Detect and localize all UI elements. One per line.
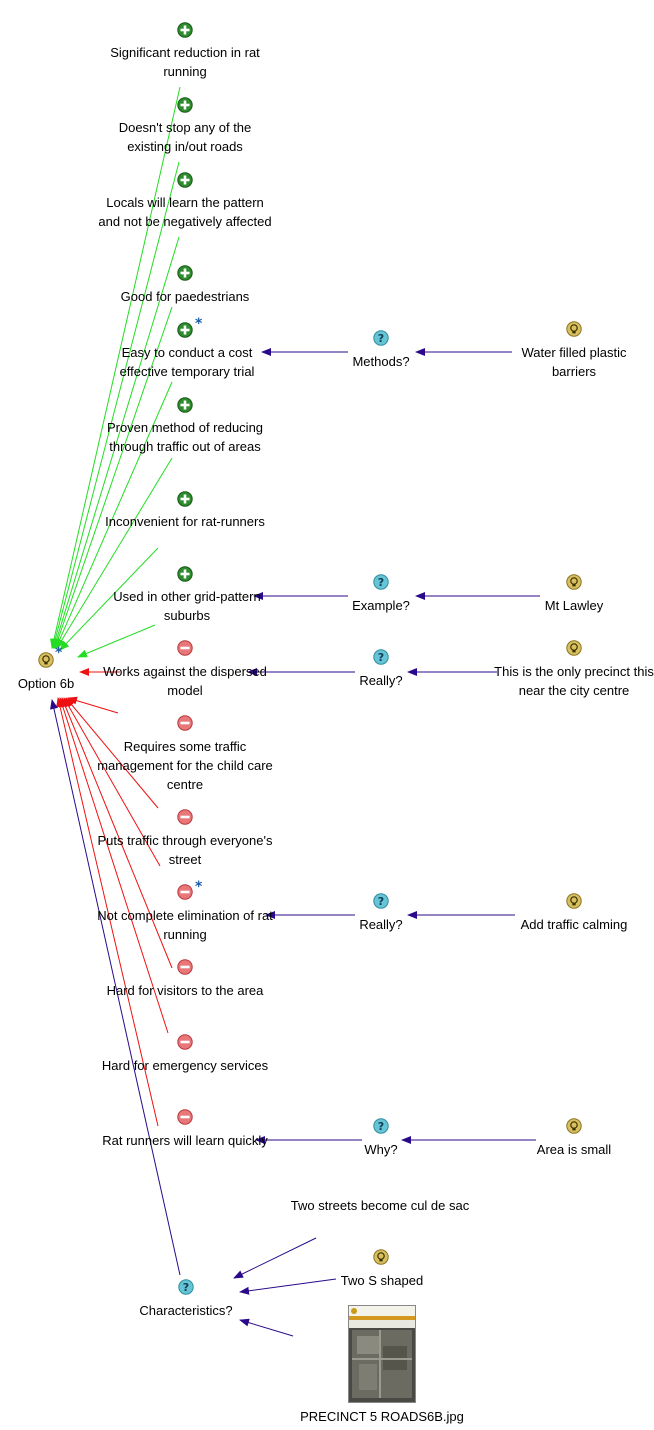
node-label-p7[interactable]: Inconvenient for rat-runners [105, 514, 265, 529]
question-icon[interactable]: ? [373, 893, 389, 909]
node-label-q3[interactable]: Really? [359, 673, 403, 688]
minus-icon[interactable] [177, 809, 193, 825]
node-label-q2[interactable]: Example? [352, 598, 410, 613]
minus-icon[interactable] [177, 1034, 193, 1050]
minus-icon[interactable] [177, 1109, 193, 1125]
edge-ch2-char [239, 1278, 337, 1295]
edge-char-root [50, 699, 181, 1276]
lightbulb-icon[interactable] [566, 574, 582, 590]
svg-text:?: ? [378, 895, 384, 908]
lightbulb-icon[interactable] [566, 640, 582, 656]
plus-icon[interactable] [177, 566, 193, 582]
node-label-p5[interactable]: Easy to conduct a cost effective tempora… [119, 345, 255, 379]
node-label-p6[interactable]: Proven method of reducing through traffi… [106, 420, 264, 454]
node-label-ch1[interactable]: Two streets become cul de sac [290, 1198, 470, 1213]
svg-text:?: ? [378, 651, 384, 664]
question-icon[interactable]: ? [178, 1279, 194, 1295]
minus-icon[interactable] [177, 640, 193, 656]
edge-p3-root [52, 236, 180, 649]
minus-icon[interactable] [177, 959, 193, 975]
svg-text:?: ? [378, 332, 384, 345]
edge-p7-root [59, 547, 159, 651]
node-label-p8[interactable]: Used in other grid-pattern suburbs [113, 589, 261, 623]
lightbulb-icon[interactable] [566, 893, 582, 909]
plus-icon[interactable] [177, 22, 193, 38]
svg-text:?: ? [378, 576, 384, 589]
edge-c2-root [67, 696, 119, 714]
lightbulb-icon[interactable] [566, 1118, 582, 1134]
plus-icon[interactable] [177, 172, 193, 188]
question-icon[interactable]: ? [373, 1118, 389, 1134]
node-label-c2[interactable]: Requires some traffic management for the… [97, 739, 273, 792]
edge-c6-root [58, 697, 169, 1034]
node-label-c6[interactable]: Hard for emergency services [101, 1058, 269, 1073]
edge-c5-root [61, 697, 173, 969]
edge-c7-root [56, 697, 159, 1127]
node-label-c5[interactable]: Hard for visitors to the area [106, 983, 264, 998]
node-label-q4[interactable]: Really? [359, 917, 403, 932]
node-label-char[interactable]: Characteristics? [139, 1303, 233, 1318]
node-label-c3[interactable]: Puts traffic through everyone's street [97, 833, 273, 867]
node-label-c1[interactable]: Works against the dispersed model [103, 664, 267, 698]
plus-icon[interactable] [177, 397, 193, 413]
plus-icon[interactable] [177, 322, 193, 338]
node-label-c4[interactable]: Not complete elimination of rat running [97, 908, 273, 942]
svg-text:?: ? [378, 1120, 384, 1133]
node-label-a2[interactable]: Mt Lawley [544, 598, 604, 613]
edge-c3-root [65, 697, 159, 809]
plus-icon[interactable] [177, 265, 193, 281]
node-label-a3[interactable]: This is the only precinct this near the … [494, 664, 654, 698]
plus-icon[interactable] [177, 97, 193, 113]
edge-p6-root [56, 457, 173, 649]
node-label-a5[interactable]: Area is small [536, 1142, 612, 1157]
lightbulb-icon[interactable] [566, 321, 582, 337]
plus-icon[interactable] [177, 491, 193, 507]
question-icon[interactable]: ? [373, 574, 389, 590]
edge-p5-root [55, 381, 173, 649]
minus-icon[interactable] [177, 884, 193, 900]
node-label-a1[interactable]: Water filled plastic barriers [521, 345, 627, 379]
node-label-p4[interactable]: Good for paedestrians [120, 289, 250, 304]
node-label-c7[interactable]: Rat runners will learn quickly [102, 1133, 268, 1148]
edge-ch1-char [233, 1237, 317, 1279]
edge-img-char [239, 1318, 294, 1337]
edge-p1-root [50, 86, 181, 649]
svg-text:?: ? [183, 1281, 189, 1294]
edge-c4-root [63, 697, 161, 867]
edge-p4-root [54, 306, 173, 649]
has-detail-star-icon: * [195, 879, 203, 895]
lightbulb-icon[interactable] [38, 652, 54, 668]
minus-icon[interactable] [177, 715, 193, 731]
edge-p8-root [77, 624, 156, 658]
question-icon[interactable]: ? [373, 649, 389, 665]
has-detail-star-icon: * [195, 316, 203, 332]
node-label-img[interactable]: PRECINCT 5 ROADS6B.jpg [300, 1409, 464, 1424]
node-label-q5[interactable]: Why? [364, 1142, 398, 1157]
node-label-p3[interactable]: Locals will learn the pattern and not be… [98, 195, 272, 229]
node-label-p1[interactable]: Significant reduction in rat running [110, 45, 260, 79]
question-icon[interactable]: ? [373, 330, 389, 346]
node-label-ch2[interactable]: Two S shaped [340, 1273, 424, 1288]
node-label-q1[interactable]: Methods? [352, 354, 410, 369]
lightbulb-icon[interactable] [373, 1249, 389, 1265]
node-label-root[interactable]: Option 6b [17, 676, 75, 691]
edge-p2-root [51, 161, 180, 649]
map-image-thumbnail[interactable] [348, 1305, 416, 1403]
node-label-a4[interactable]: Add traffic calming [520, 917, 628, 932]
node-label-p2[interactable]: Doesn't stop any of the existing in/out … [118, 120, 252, 154]
has-detail-star-icon: * [55, 645, 63, 661]
